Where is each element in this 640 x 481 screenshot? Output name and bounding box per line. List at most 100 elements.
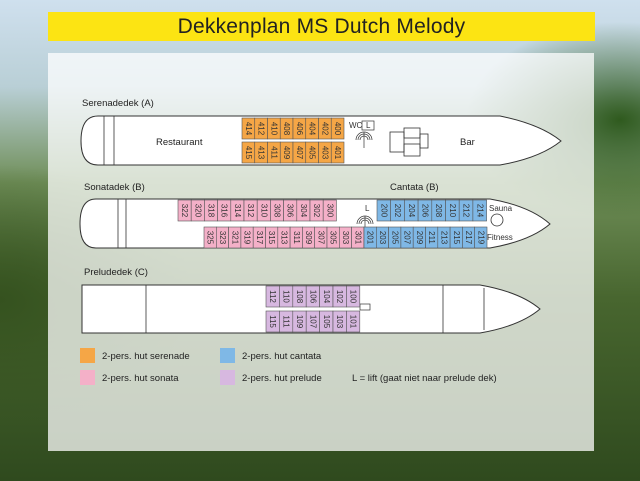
legend-label: 2-pers. hut sonata (102, 373, 179, 384)
cantata-cabin-number: 212 (462, 204, 471, 218)
prelude-cabin-number: 107 (308, 315, 317, 329)
cantata-cabin-number: 203 (378, 231, 387, 245)
staircase-icon (355, 131, 373, 148)
cantata-cabin-214 (472, 199, 487, 222)
cantata-cabin-number: 213 (439, 231, 448, 245)
prelude-cabin-number: 104 (322, 290, 331, 304)
serenade-cabin-number: 411 (269, 146, 278, 159)
serenade-cabin-number: 400 (333, 122, 342, 136)
wc-label: WC (349, 121, 363, 130)
prelude-cabin-101 (346, 310, 361, 333)
cantata-cabin-number: 219 (476, 231, 485, 245)
prelude-cabin-number: 100 (349, 290, 358, 304)
cantata-cabin-number: 204 (407, 204, 416, 218)
sonata-cabin-number: 314 (233, 204, 242, 218)
sonata-cabin-number: 301 (353, 231, 362, 245)
cantata-cabin-number: 215 (452, 231, 461, 245)
serenade-cabin-number: 406 (295, 122, 304, 136)
sonata-cabin-number: 306 (286, 204, 295, 218)
staircase-icon (356, 215, 374, 232)
page-title: Dekkenplan MS Dutch Melody (177, 14, 466, 38)
serenade-cabin-number: 414 (244, 122, 253, 136)
prelude-cabin-number: 109 (295, 315, 304, 329)
sonata-cabin-number: 317 (255, 231, 264, 245)
serenade-cabin-number: 407 (295, 146, 304, 160)
cantata-cabin-number: 206 (420, 204, 429, 218)
prelude-cabin-number: 112 (268, 290, 277, 303)
sonata-cabin-number: 312 (246, 204, 255, 218)
legend-label: 2-pers. hut cantata (242, 351, 322, 362)
sonata-cabin-number: 318 (207, 204, 216, 218)
sonata-cabin-number: 309 (304, 231, 313, 245)
cantata-cabin-number: 211 (427, 231, 436, 244)
sonata-cabin-number: 315 (267, 231, 276, 245)
serenade-hull (80, 115, 562, 166)
legend-label: 2-pers. hut serenade (102, 351, 190, 362)
serenade-cabin-number: 412 (257, 122, 266, 136)
legend-label: 2-pers. hut prelude (242, 373, 322, 384)
cantata-cabin-number: 217 (464, 231, 473, 245)
sonata-cabin-number: 325 (206, 231, 215, 245)
serenade-cabin-number: 404 (308, 122, 317, 136)
serenade-cabin-number: 409 (282, 146, 291, 160)
sonata-cabin-300 (322, 199, 337, 222)
legend: 2-pers. hut serenade 2-pers. hut cantata 2… (80, 348, 322, 385)
prelude-cabin-number: 110 (282, 290, 291, 303)
serenade-cabin-number: 401 (333, 146, 342, 160)
sonata-cabin-number: 307 (316, 231, 325, 245)
sonata-cabin-number: 321 (230, 231, 239, 245)
cantata-cabin-219 (474, 226, 488, 249)
prelude-cabin-number: 101 (349, 315, 358, 329)
serenade-cabin-number: 402 (320, 122, 329, 136)
sonata-cabin-number: 316 (220, 204, 229, 218)
sonata-cabin-number: 304 (299, 204, 308, 218)
legend-swatch (220, 370, 235, 385)
prelude-cabin-number: 115 (268, 315, 277, 328)
serenade-cabin-number: 408 (282, 122, 291, 136)
cantata-cabin-number: 210 (448, 204, 457, 218)
cantata-cabin-number: 202 (393, 204, 402, 218)
cantata-cabin-number: 214 (475, 204, 484, 218)
prelude-cabin-number: 111 (282, 315, 291, 328)
prelude-hull (81, 284, 541, 334)
prelude-cabin-number: 108 (295, 290, 304, 304)
serenade-cabin-number: 413 (257, 146, 266, 160)
cantata-cabin-number: 205 (390, 231, 399, 245)
sonata-cabin-number: 313 (279, 231, 288, 245)
lift-shaft (361, 120, 375, 131)
cantata-cabin-number: 208 (434, 204, 443, 218)
bar-counter (389, 127, 429, 157)
cantata-cabin-number: 200 (379, 204, 388, 218)
cantata-cabin-number: 207 (403, 231, 412, 245)
legend-lift-note: L = lift (gaat niet naar prelude dek) (352, 373, 497, 384)
restaurant-label: Restaurant (156, 137, 203, 148)
fitness-label: Fitness (487, 233, 513, 242)
sonata-lift-label: L (365, 204, 370, 213)
sauna-icon (490, 213, 504, 227)
cantata-cabin-number: 209 (415, 231, 424, 245)
sonata-cabin-number: 311 (292, 231, 301, 244)
serenade-deck-label: Serenadedek (A) (82, 98, 154, 109)
sauna-label: Sauna (489, 204, 513, 213)
sonata-cabin-number: 308 (273, 204, 282, 218)
sonata-cabin-number: 305 (329, 231, 338, 245)
prelude-cabin-number: 102 (335, 290, 344, 304)
sonata-cabin-number: 323 (218, 231, 227, 245)
legend-swatch (80, 348, 95, 363)
prelude-deck-label: Preludedek (C) (84, 267, 148, 278)
sonata-cabin-number: 319 (243, 231, 252, 245)
serenade-cabin-401 (330, 141, 345, 164)
sonata-cabin-number: 302 (312, 204, 321, 218)
legend-swatch (220, 348, 235, 363)
prelude-cabin-number: 106 (308, 290, 317, 304)
sonata-cabin-number: 300 (325, 204, 334, 218)
serenade-cabin-400 (330, 117, 345, 140)
sonata-cabin-number: 320 (193, 204, 202, 218)
serenade-cabin-number: 405 (308, 146, 317, 160)
prelude-cabin-100 (346, 285, 361, 308)
